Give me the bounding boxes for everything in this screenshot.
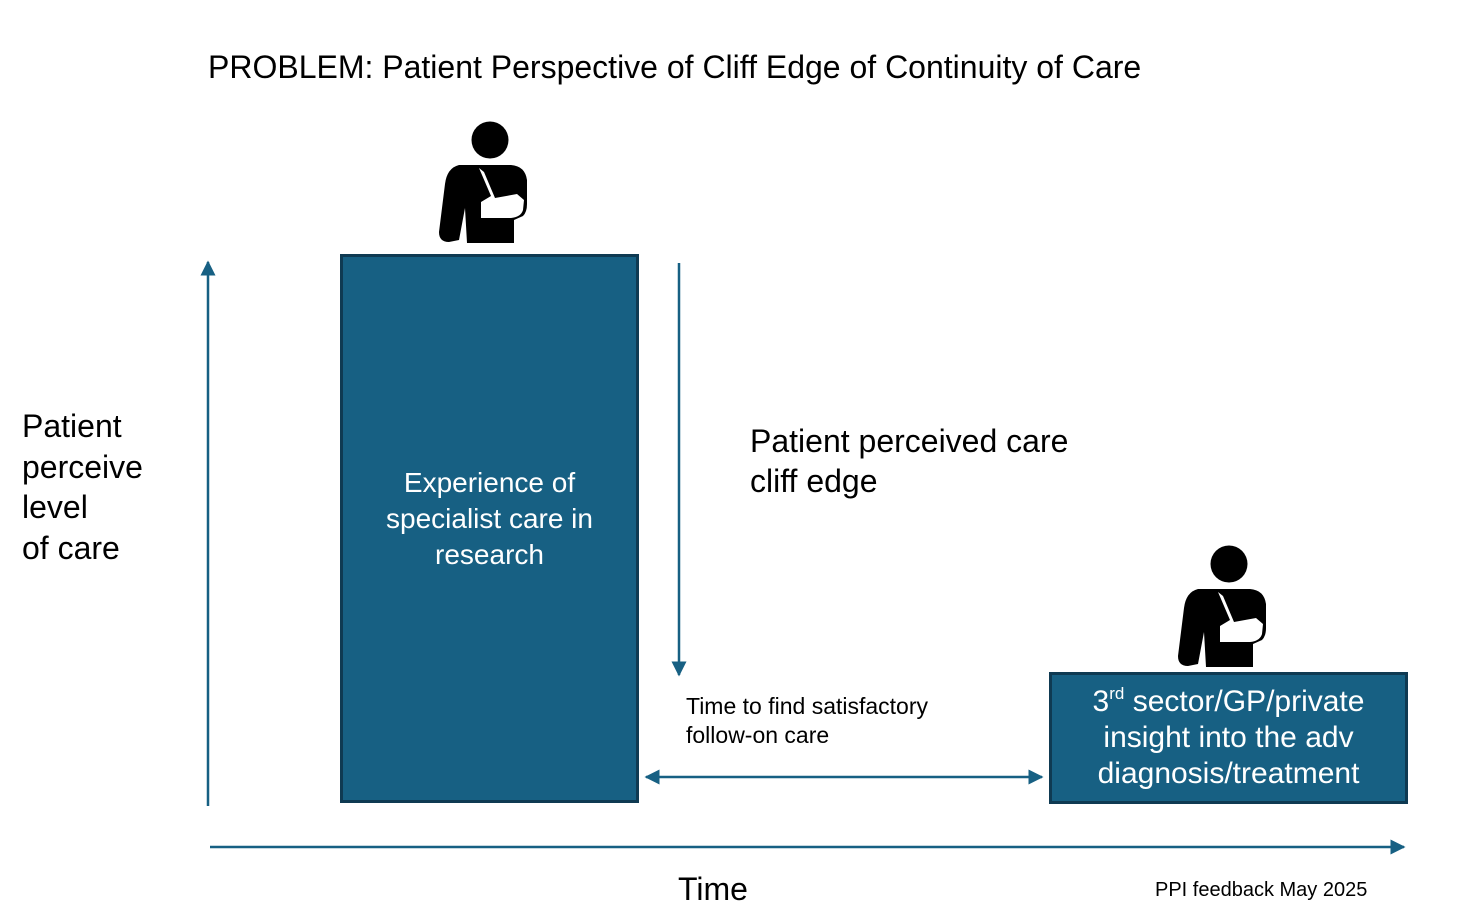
- x-axis-label: Time: [678, 871, 748, 907]
- follow-on-care-line-rest: sector/GP/private: [1124, 685, 1365, 718]
- follow-on-care-box: 3rd sector/GP/private insight into the a…: [1049, 672, 1408, 804]
- cliff-edge-label-line: Patient perceived care: [750, 423, 1069, 459]
- follow-on-care-line: 3rd sector/GP/private: [1093, 684, 1365, 720]
- cliff-edge-label-line: cliff edge: [750, 463, 878, 499]
- y-axis-label-line: perceive: [22, 448, 143, 485]
- follow-on-care-line: insight into the adv: [1103, 721, 1354, 754]
- patient-arm-sling-icon: [1178, 545, 1266, 667]
- y-axis-label-line: level: [22, 489, 88, 525]
- follow-on-care-text: 3rd sector/GP/private insight into the a…: [1093, 684, 1365, 792]
- ordinal-suffix: rd: [1109, 684, 1125, 703]
- diagram-title: PROBLEM: Patient Perspective of Cliff Ed…: [208, 49, 1142, 85]
- gap-duration-label-line: Time to find satisfactory: [686, 693, 929, 719]
- y-axis-label-line: Patient: [22, 408, 122, 444]
- footnote: PPI feedback May 2025: [1155, 879, 1368, 901]
- gap-duration-label-line: follow-on care: [686, 722, 830, 748]
- y-axis-label-line: of care: [22, 529, 120, 566]
- cliff-edge-label: Patient perceived care cliff edge: [750, 421, 1170, 501]
- ordinal-number: 3: [1092, 685, 1110, 718]
- patient-arm-sling-icon: [439, 121, 527, 243]
- gap-duration-label: Time to find satisfactory follow-on care: [686, 692, 986, 750]
- specialist-care-text: Experience of specialist care in researc…: [386, 466, 593, 570]
- follow-on-care-line: diagnosis/treatment: [1097, 757, 1360, 790]
- specialist-care-box: Experience of specialist care in researc…: [340, 254, 639, 803]
- y-axis-label: Patient perceive level of care: [22, 406, 192, 568]
